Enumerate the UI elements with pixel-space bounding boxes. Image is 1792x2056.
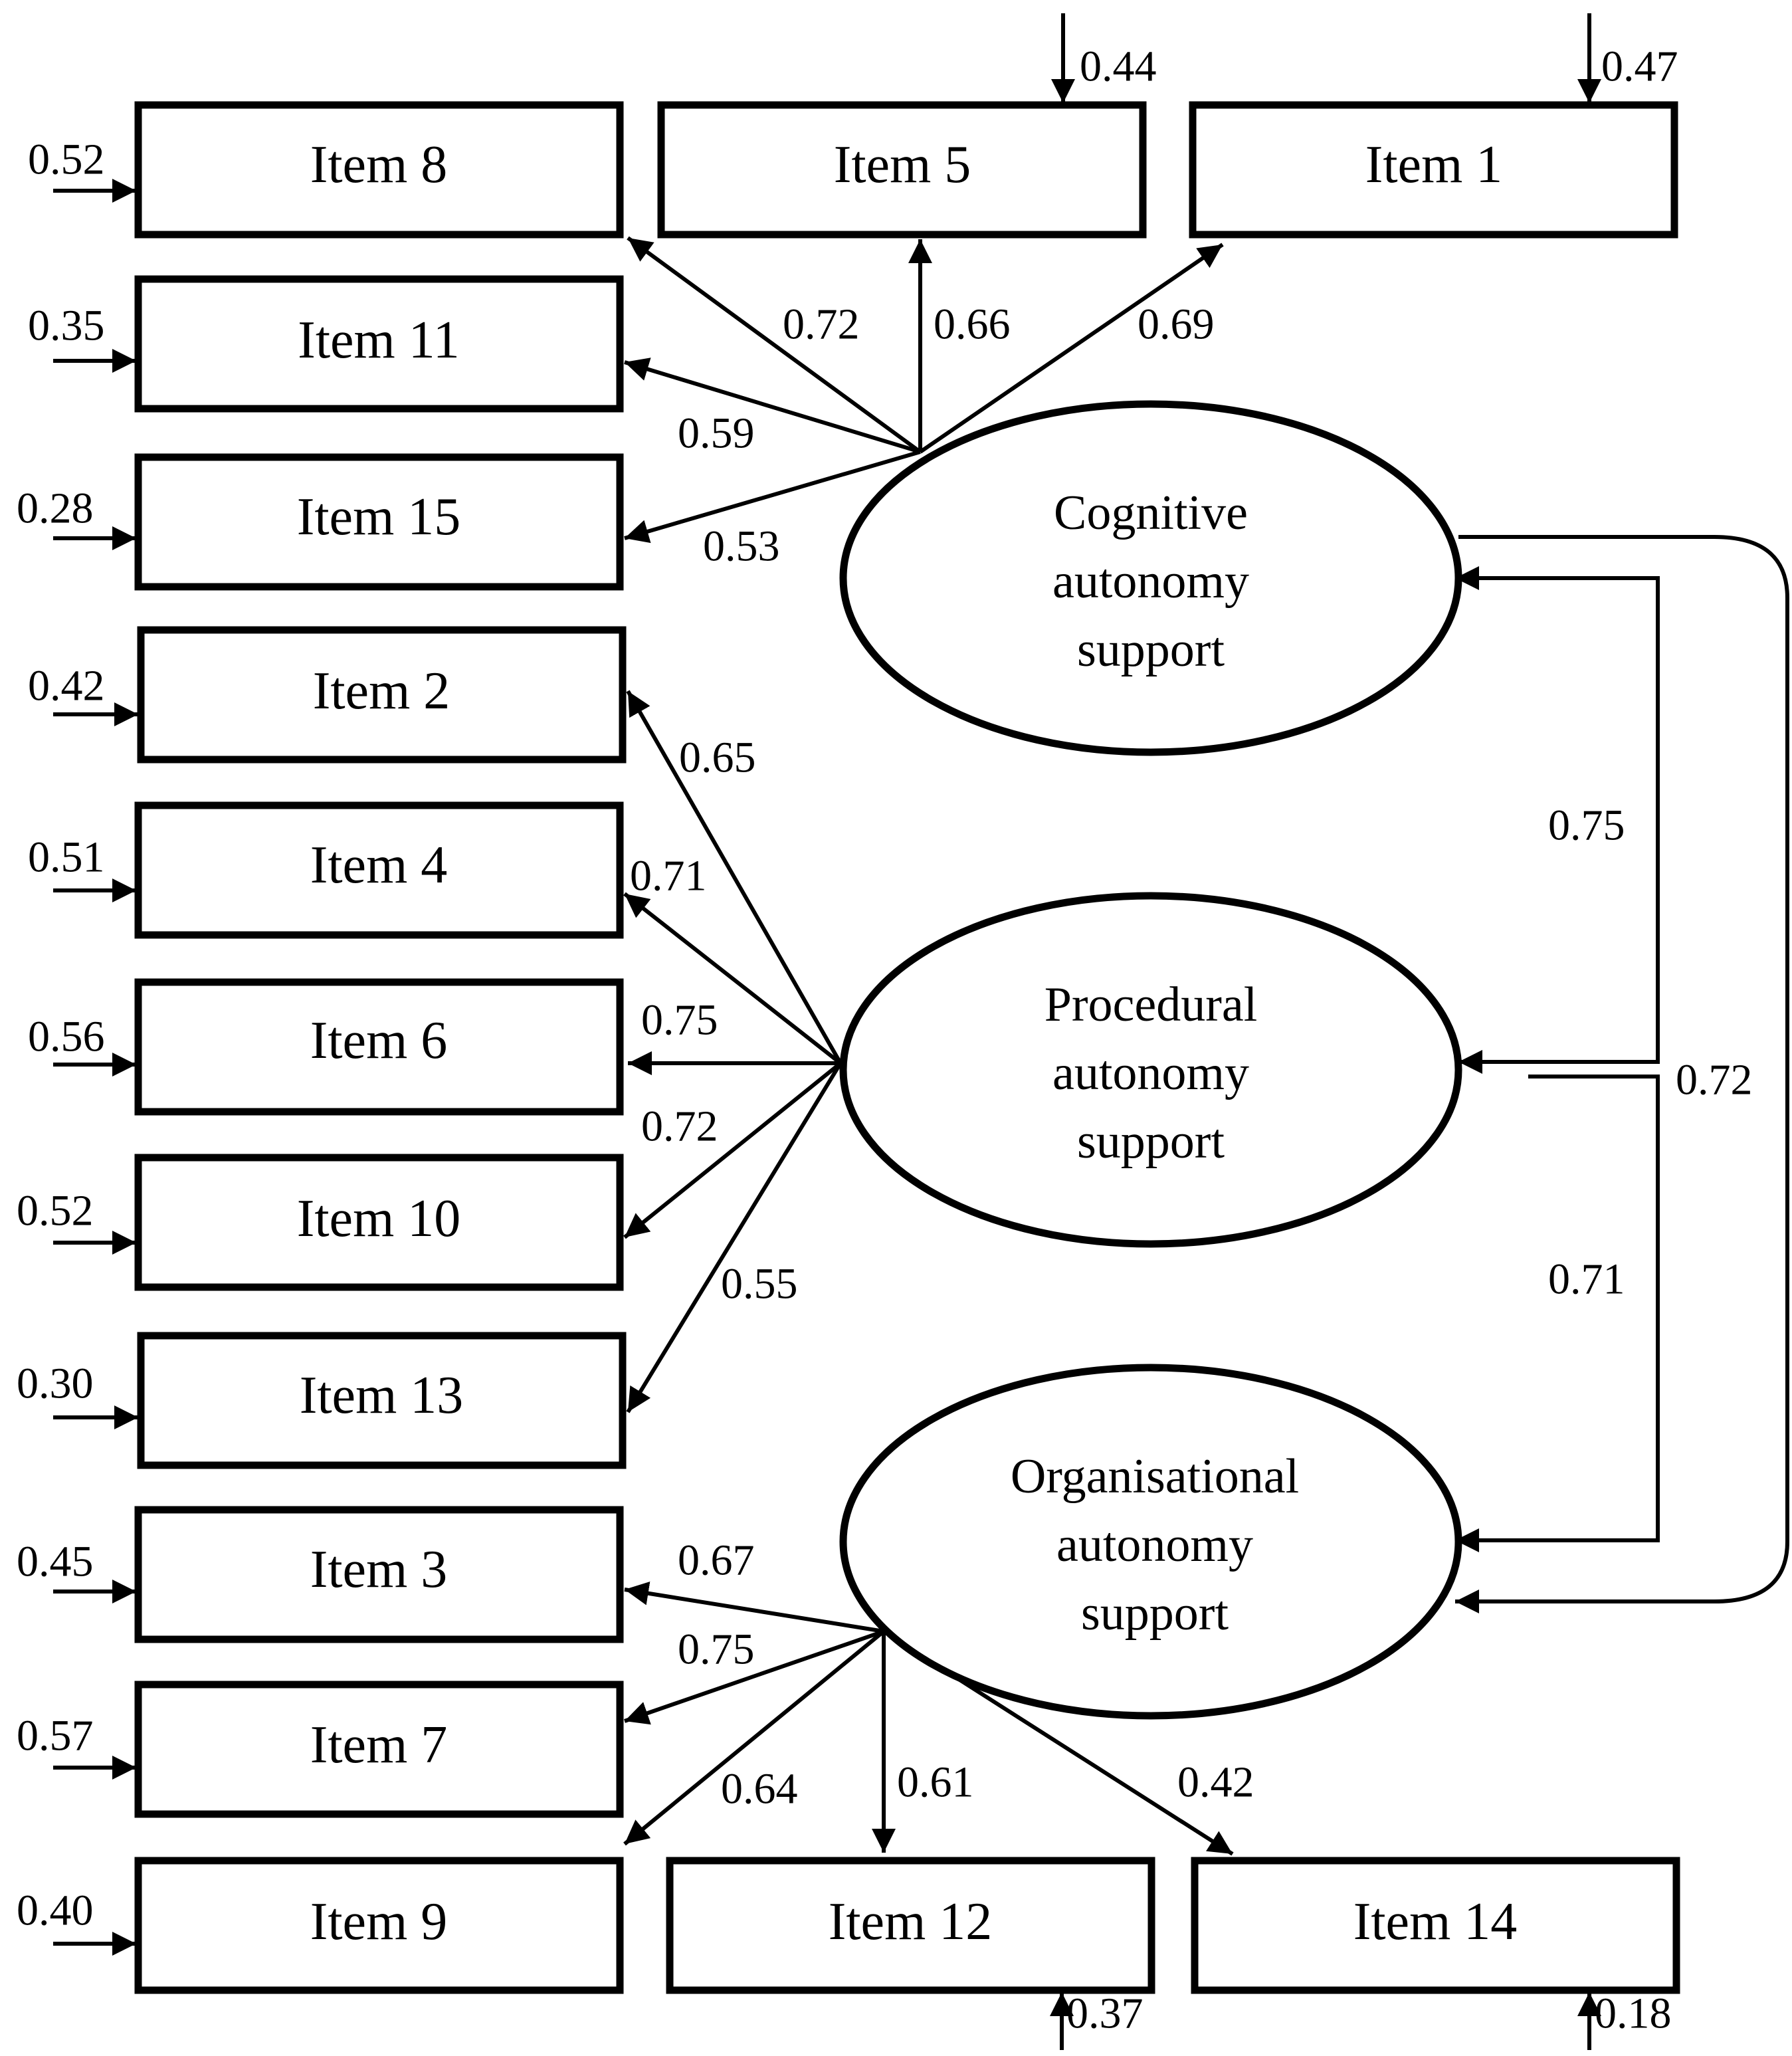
procedural-label-line3: support: [1077, 1114, 1225, 1169]
arrow-organisational-item3: [624, 1581, 884, 1633]
error-value-item10: 0.52: [17, 1187, 94, 1235]
arrow-procedural-item13: [626, 1062, 843, 1413]
organisational-loadings: [623, 1581, 1234, 1856]
loading-value-item8: 0.72: [783, 300, 860, 349]
correlation-paths: [1455, 535, 1789, 1613]
arrow-cognitive-item8: [627, 236, 922, 454]
item7-label: Item 7: [310, 1716, 448, 1774]
correlation-cognitive-organisational: 0.72: [1676, 1056, 1753, 1104]
box-item4: [134, 801, 624, 939]
arrow-organisational-item7: [624, 1629, 884, 1725]
item4-label: Item 4: [310, 836, 448, 894]
error-value-item8: 0.52: [28, 136, 105, 184]
error-value-item7: 0.57: [17, 1712, 94, 1760]
arrow-organisational-item9: [623, 1629, 885, 1846]
loading-value-item4: 0.71: [630, 852, 707, 900]
error-arrows: [53, 13, 1601, 2050]
item2-label: Item 2: [313, 662, 450, 720]
correlation-procedural-organisational: 0.71: [1548, 1255, 1625, 1304]
item6-label: Item 6: [310, 1011, 448, 1070]
error-value-item4: 0.51: [28, 833, 105, 882]
item11-label: Item 11: [298, 311, 460, 369]
box-item7: [134, 1681, 624, 1818]
error-value-item15: 0.28: [17, 484, 94, 533]
box-item3: [134, 1506, 624, 1643]
path-procedural-cognitive: [1455, 566, 1660, 1064]
cognitive-loadings: [624, 236, 1224, 544]
box-item13: [137, 1332, 627, 1469]
box-item5: [657, 101, 1147, 239]
procedural-loadings: [623, 690, 843, 1413]
error-value-item1: 0.47: [1601, 43, 1678, 91]
path-cognitive-organisational: [1455, 535, 1789, 1613]
item12-label: Item 12: [829, 1893, 993, 1951]
loading-value-item1: 0.69: [1138, 300, 1215, 349]
error-value-item3: 0.45: [17, 1538, 94, 1586]
item15-label: Item 15: [297, 488, 461, 546]
error-value-item11: 0.35: [28, 302, 105, 350]
item-boxes: [134, 101, 1680, 1994]
organisational-label-line1: Organisational: [1011, 1449, 1299, 1504]
procedural-label-line2: autonomy: [1052, 1046, 1249, 1100]
error-value-item6: 0.56: [28, 1013, 105, 1061]
item8-label: Item 8: [310, 136, 448, 194]
loading-value-item10: 0.72: [641, 1102, 718, 1151]
item3-label: Item 3: [310, 1540, 448, 1599]
loading-value-item11: 0.59: [678, 409, 755, 458]
organisational-label-line2: autonomy: [1056, 1518, 1253, 1572]
box-item8: [134, 101, 624, 239]
cognitive-label-line2: autonomy: [1052, 554, 1249, 609]
ellipse-organisational: [839, 1364, 1462, 1720]
loading-value-item14: 0.42: [1177, 1758, 1254, 1807]
item5-label: Item 5: [834, 136, 971, 194]
box-item9: [134, 1857, 624, 1994]
loading-value-item3: 0.67: [678, 1536, 755, 1585]
box-item2: [137, 626, 627, 764]
loading-value-item5: 0.66: [934, 300, 1011, 349]
box-item11: [134, 275, 624, 413]
error-value-item5: 0.44: [1080, 43, 1157, 91]
organisational-label-line3: support: [1081, 1586, 1229, 1641]
correlation-cognitive-procedural: 0.75: [1548, 801, 1625, 850]
arrow-cognitive-item11: [624, 358, 921, 454]
arrow-procedural-item4: [623, 892, 842, 1065]
box-item1: [1189, 101, 1678, 239]
loading-value-item2: 0.65: [679, 734, 756, 782]
item14-label: Item 14: [1353, 1893, 1518, 1951]
loading-value-item15: 0.53: [703, 522, 780, 571]
error-value-item2: 0.42: [28, 662, 105, 710]
arrow-cognitive-item15: [624, 450, 921, 544]
arrow-procedural-item2: [626, 690, 843, 1065]
box-item10: [134, 1154, 624, 1291]
item1-label: Item 1: [1365, 136, 1503, 194]
loading-value-item12: 0.61: [897, 1758, 974, 1807]
item13-label: Item 13: [300, 1366, 464, 1425]
path-procedural-organisational: [1455, 1075, 1660, 1552]
arrow-cognitive-item1: [919, 243, 1224, 454]
item9-label: Item 9: [310, 1893, 448, 1951]
box-item12: [666, 1857, 1155, 1994]
loading-value-item6: 0.75: [641, 996, 718, 1045]
loading-value-item13: 0.55: [721, 1260, 798, 1308]
error-value-item12: 0.37: [1066, 1990, 1144, 2038]
box-item6: [134, 978, 624, 1116]
ellipse-cognitive: [839, 400, 1462, 756]
loading-value-item7: 0.75: [678, 1625, 755, 1674]
procedural-label-line1: Procedural: [1045, 977, 1258, 1032]
ellipse-procedural: [839, 892, 1462, 1248]
cognitive-label-line1: Cognitive: [1054, 486, 1248, 540]
arrow-procedural-item10: [623, 1061, 842, 1239]
loading-value-item9: 0.64: [721, 1765, 798, 1813]
item10-label: Item 10: [297, 1189, 461, 1248]
cognitive-label-line3: support: [1077, 623, 1225, 677]
box-item14: [1191, 1857, 1680, 1994]
error-value-item9: 0.40: [17, 1887, 94, 1935]
error-value-item13: 0.30: [17, 1360, 94, 1408]
box-item15: [134, 453, 624, 591]
error-value-item14: 0.18: [1595, 1990, 1672, 2038]
